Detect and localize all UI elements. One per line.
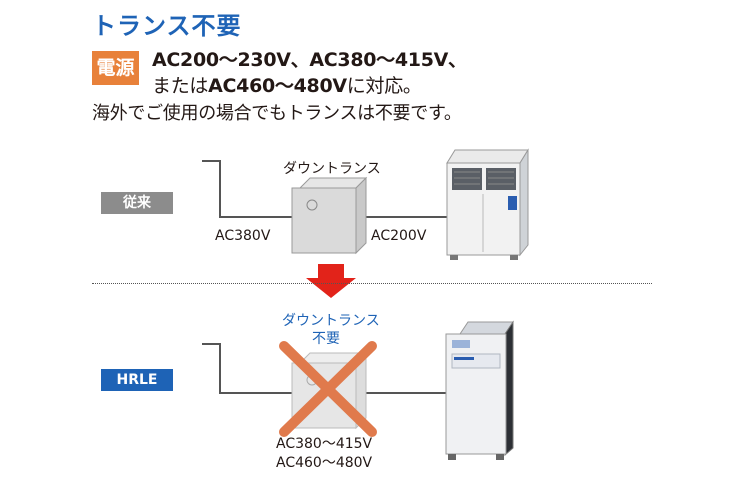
conventional-transformer-label: ダウントランス <box>283 161 381 177</box>
conventional-output-voltage: AC200V <box>371 228 427 244</box>
hrle-wire-in <box>202 343 292 394</box>
hrle-chiller-image <box>445 320 514 460</box>
power-spec-bold: AC460〜480V <box>208 75 347 97</box>
cross-mark-icon <box>279 341 377 437</box>
hrle-transformer-label-line1: ダウントランス <box>282 313 380 329</box>
power-spec-prefix: または <box>152 75 209 97</box>
hrle-voltage-line1: AC380〜415V <box>276 436 373 452</box>
power-badge: 電源 <box>92 51 139 85</box>
section-divider <box>92 283 652 284</box>
transformer-box-conventional <box>291 176 368 255</box>
power-spec-suffix: に対応。 <box>346 75 422 97</box>
power-spec-line2: またはAC460〜480Vに対応。 <box>152 71 422 98</box>
conventional-wire-in <box>202 160 292 218</box>
down-arrow-icon <box>306 264 356 298</box>
hrle-transformer-label-line2: 不要 <box>312 331 340 347</box>
overseas-note: 海外でご使用の場合でもトランスは不要です。 <box>92 103 462 124</box>
conventional-input-voltage: AC380V <box>215 228 271 244</box>
conventional-chiller-image <box>446 148 529 260</box>
page-title: トランス不要 <box>92 12 242 40</box>
hrle-voltage-line2: AC460〜480V <box>276 455 373 471</box>
conventional-label: 従来 <box>101 192 173 214</box>
hrle-label: HRLE <box>101 369 173 391</box>
power-spec-line1: AC200〜230V、AC380〜415V、 <box>152 49 467 71</box>
